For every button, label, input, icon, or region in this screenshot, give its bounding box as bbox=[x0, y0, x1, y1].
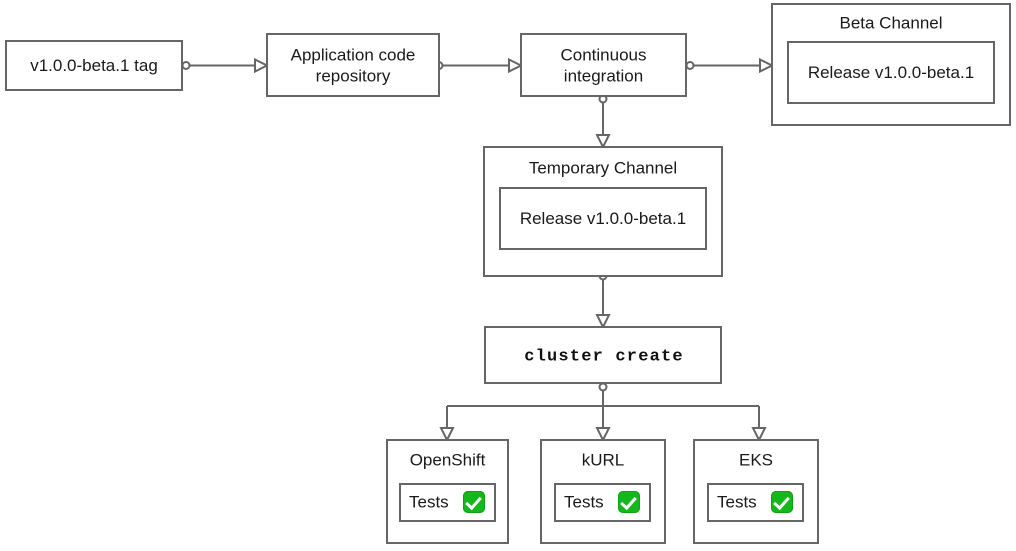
node-openshift-title: OpenShift bbox=[410, 450, 486, 469]
edge-temporary-channel-to-cluster-create bbox=[595, 271, 611, 330]
node-application-code-repository[interactable]: Application code repository bbox=[266, 33, 440, 97]
openshift-tests-check-icon bbox=[463, 491, 485, 513]
node-repo-label-line2: repository bbox=[316, 66, 391, 85]
node-temporary-channel-title: Temporary Channel bbox=[529, 158, 677, 177]
node-beta-channel-release-box[interactable] bbox=[787, 41, 995, 104]
node-repo-label-line1: Application code bbox=[291, 45, 416, 64]
node-beta-channel[interactable]: Beta Channel Release v1.0.0-beta.1 bbox=[771, 3, 1011, 126]
node-eks-title: EKS bbox=[739, 450, 773, 469]
edge-ci-to-temporary-channel bbox=[595, 94, 611, 150]
edge-arrowhead-icon bbox=[595, 134, 611, 150]
edge-source-dot bbox=[685, 61, 695, 70]
node-beta-channel-title: Beta Channel bbox=[839, 13, 942, 32]
edge-source-dot bbox=[181, 61, 191, 70]
edge-arrowhead-icon bbox=[254, 57, 270, 74]
edge-arrowhead-icon bbox=[439, 427, 455, 443]
eks-tests-check-icon bbox=[771, 491, 793, 513]
node-kurl-tests-label: Tests bbox=[564, 492, 604, 511]
edge-arrowhead-icon bbox=[508, 57, 524, 74]
edge-arrowhead-icon bbox=[751, 427, 767, 443]
node-temporary-channel-release-box[interactable] bbox=[499, 187, 707, 250]
node-eks-tests-label: Tests bbox=[717, 492, 757, 511]
node-temporary-channel-release-label: Release v1.0.0-beta.1 bbox=[520, 209, 686, 228]
node-repo-box[interactable] bbox=[266, 33, 440, 97]
node-ci-label-line1: Continuous bbox=[560, 45, 646, 64]
node-ci-box[interactable] bbox=[520, 33, 687, 97]
node-ci-label-line2: integration bbox=[564, 66, 643, 85]
node-temporary-channel[interactable]: Temporary Channel Release v1.0.0-beta.1 bbox=[483, 146, 723, 277]
node-kurl[interactable]: kURL Tests bbox=[540, 439, 666, 544]
kurl-tests-check-icon bbox=[618, 491, 640, 513]
edge-arrowhead-icon bbox=[595, 314, 611, 330]
node-openshift-tests-label: Tests bbox=[409, 492, 449, 511]
edge-arrowhead-icon bbox=[759, 57, 775, 74]
edge-tag-to-repo bbox=[181, 57, 270, 74]
node-tag-box[interactable] bbox=[5, 40, 183, 91]
node-eks[interactable]: EKS Tests bbox=[693, 439, 819, 544]
node-cluster-create[interactable]: cluster create bbox=[484, 326, 722, 384]
node-kurl-title: kURL bbox=[582, 450, 625, 469]
node-tag[interactable]: v1.0.0-beta.1 tag bbox=[5, 40, 183, 91]
edge-source-dot bbox=[598, 382, 608, 392]
node-continuous-integration[interactable]: Continuous integration bbox=[520, 33, 687, 97]
node-openshift[interactable]: OpenShift Tests bbox=[386, 439, 509, 544]
node-beta-channel-release-label: Release v1.0.0-beta.1 bbox=[808, 63, 974, 82]
edge-cluster-create-branch bbox=[439, 382, 767, 443]
edge-ci-to-beta-channel bbox=[685, 57, 775, 74]
edge-repo-to-ci bbox=[434, 57, 524, 74]
node-tag-label: v1.0.0-beta.1 tag bbox=[30, 56, 158, 75]
node-cluster-create-box[interactable] bbox=[484, 326, 722, 384]
node-cluster-create-label: cluster create bbox=[524, 347, 684, 366]
edge-arrowhead-icon bbox=[595, 427, 611, 443]
